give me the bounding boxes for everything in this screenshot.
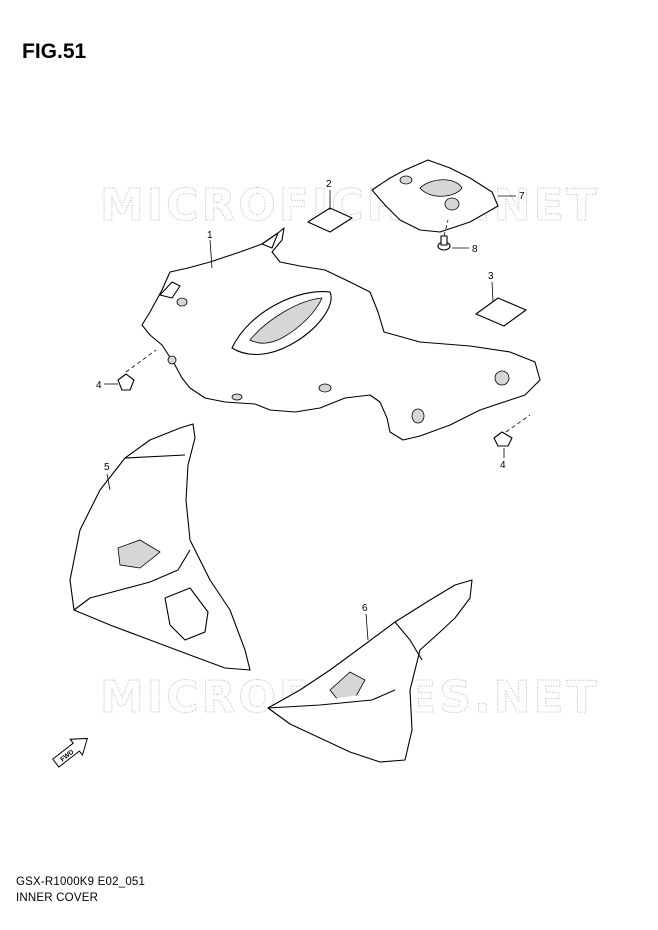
part-5-left-inner-cover: [69, 423, 251, 671]
callout-2: 2: [326, 179, 332, 190]
part-1-inner-cover-panel: [141, 227, 541, 441]
fwd-arrow-icon: FWD: [52, 737, 89, 768]
watermark-top: MICROFICHES.NET: [100, 180, 600, 231]
callout-8: 8: [472, 244, 478, 255]
part-3-pad: [475, 297, 527, 327]
part-7-upper-cover: [371, 159, 499, 233]
footer-model-code: GSX-R1000K9 E02_051: [16, 876, 146, 888]
callout-4-left: 4: [96, 380, 102, 391]
callout-4-right: 4: [500, 460, 506, 471]
part-8-screw: [437, 235, 451, 251]
callout-6: 6: [362, 603, 368, 614]
callout-1: 1: [207, 230, 213, 241]
callout-7: 7: [519, 191, 525, 202]
leader-4-left-dash: [125, 349, 157, 373]
part-4-clip-left: [117, 373, 135, 391]
figure-title: FIG.51: [22, 40, 87, 63]
part-6-right-inner-cover: [267, 579, 473, 763]
leader-3: [491, 281, 494, 303]
leader-1: [209, 239, 213, 269]
part-2-pad: [307, 207, 353, 233]
leader-5: [106, 473, 111, 491]
leader-6: [365, 613, 369, 641]
part-4-clip-right: [493, 431, 513, 447]
callout-3: 3: [488, 271, 494, 282]
leader-8-dash: [443, 219, 449, 237]
footer-section-name: INNER COVER: [16, 892, 99, 904]
callout-5: 5: [104, 462, 110, 473]
leader-4-right-dash: [505, 414, 531, 433]
